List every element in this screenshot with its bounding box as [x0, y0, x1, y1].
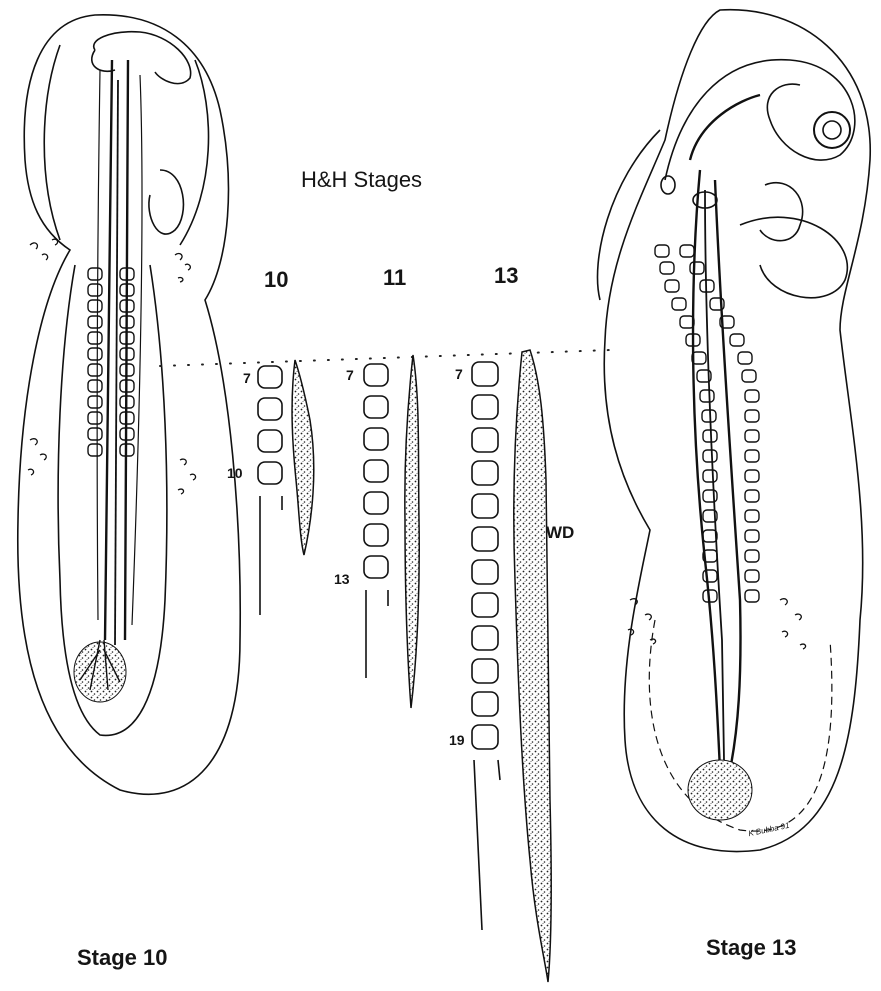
stage-13-somite-start-label: 7: [455, 366, 463, 382]
stage-11-wolffian-duct: [405, 355, 419, 708]
stage-10-heading: 10: [264, 267, 288, 293]
stage-10-somite-column: [258, 366, 282, 615]
stage-13-somite-column: [472, 362, 500, 930]
stage-10-somite-start-label: 7: [243, 370, 251, 386]
stage-10-embryo: [18, 15, 240, 794]
stage-11-somite-end-label: 13: [334, 571, 350, 587]
stage-13-heading: 13: [494, 263, 518, 289]
stage-13-embryo: [598, 10, 871, 852]
stage-10-wolffian-duct: [292, 360, 314, 555]
wolffian-duct-label: WD: [546, 523, 574, 543]
alignment-dotted-line: [160, 350, 610, 366]
diagram-title: H&H Stages: [301, 167, 422, 193]
stage-11-somite-column: [364, 364, 388, 678]
stage-10-embryo-label: Stage 10: [77, 945, 168, 971]
stage-13-wolffian-duct: [514, 350, 551, 982]
stage-11-somite-start-label: 7: [346, 367, 354, 383]
stage-10-somite-end-label: 10: [227, 465, 243, 481]
stage-13-embryo-label: Stage 13: [706, 935, 797, 961]
stage-13-somite-end-label: 19: [449, 732, 465, 748]
stage-11-heading: 11: [383, 265, 406, 291]
